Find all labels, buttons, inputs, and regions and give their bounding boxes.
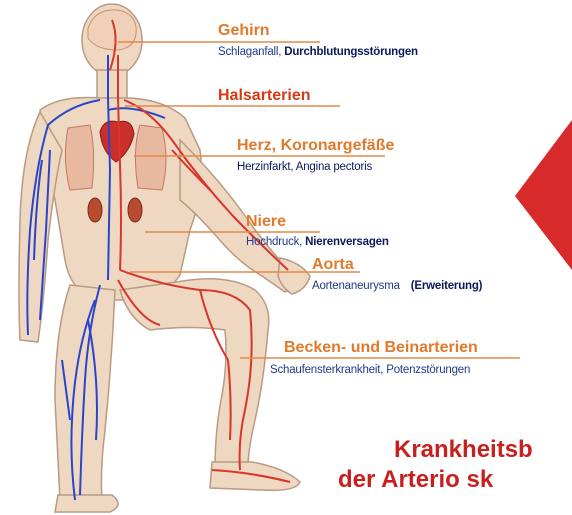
label-gehirn-title: Gehirn	[218, 22, 270, 40]
label-becken-desc: Schaufensterkrankheit, Potenzstörungen	[270, 364, 470, 376]
niere-desc-bold: Nierenversagen	[305, 236, 389, 248]
label-herz-title: Herz, Koronargefäße	[237, 137, 394, 155]
caption-line-1: Krankheitsb	[394, 436, 533, 464]
gehirn-desc-bold: Durchblutungsstörungen	[284, 46, 418, 58]
body-silhouette	[19, 4, 310, 512]
label-niere-desc: Hochdruck, Nierenversagen	[246, 236, 389, 248]
label-gehirn-desc: Schlaganfall, Durchblutungsstörungen	[218, 46, 418, 58]
label-herz-desc: Herzinfarkt, Angina pectoris	[237, 161, 372, 173]
label-aorta-title: Aorta	[312, 256, 354, 274]
label-aorta-desc: Aortenaneurysma (Erweiterung)	[312, 280, 482, 292]
gehirn-desc-normal: Schlaganfall,	[218, 46, 281, 58]
label-halsarterien-title: Halsarterien	[218, 87, 311, 105]
brain-shape	[88, 10, 136, 50]
aorta-desc-bold: (Erweiterung)	[411, 280, 483, 292]
label-niere-title: Niere	[246, 213, 286, 231]
aorta-desc-normal: Aortenaneurysma	[312, 280, 400, 292]
label-becken-title: Becken- und Beinarterien	[284, 339, 478, 357]
caption-line-2: der Arterio sk	[338, 466, 493, 494]
niere-desc-normal: Hochdruck,	[246, 236, 302, 248]
decorative-red-triangle	[515, 120, 572, 270]
